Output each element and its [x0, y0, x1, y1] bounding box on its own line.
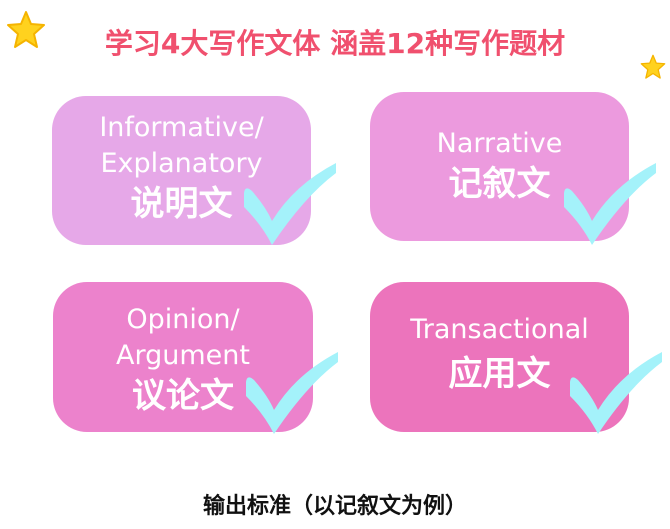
checkmark-icon [244, 163, 336, 245]
card-english-label: Informative/ [99, 112, 264, 143]
checkmark-icon [564, 163, 656, 245]
card-chinese-label: 说明文 [130, 184, 233, 224]
checkmark-icon [246, 352, 338, 434]
output-standard-heading: 输出标准（以记叙文为例） [202, 494, 467, 519]
checkmark-icon [570, 352, 662, 434]
card-chinese-label: 记叙文 [448, 164, 551, 204]
card-english-label: Narrative [436, 128, 563, 159]
star-icon [7, 11, 45, 48]
card-english-label: Argument [116, 340, 250, 371]
card-english-label: Transactional [410, 314, 589, 345]
card-chinese-label: 议论文 [132, 376, 234, 416]
card-english-label: Opinion/ [126, 304, 240, 335]
card-english-label: Explanatory [100, 148, 263, 179]
star-icon [640, 54, 666, 79]
page-title: 学习4大写作文体 涵盖12种写作题材 [104, 27, 566, 60]
card-chinese-label: 应用文 [448, 354, 551, 394]
